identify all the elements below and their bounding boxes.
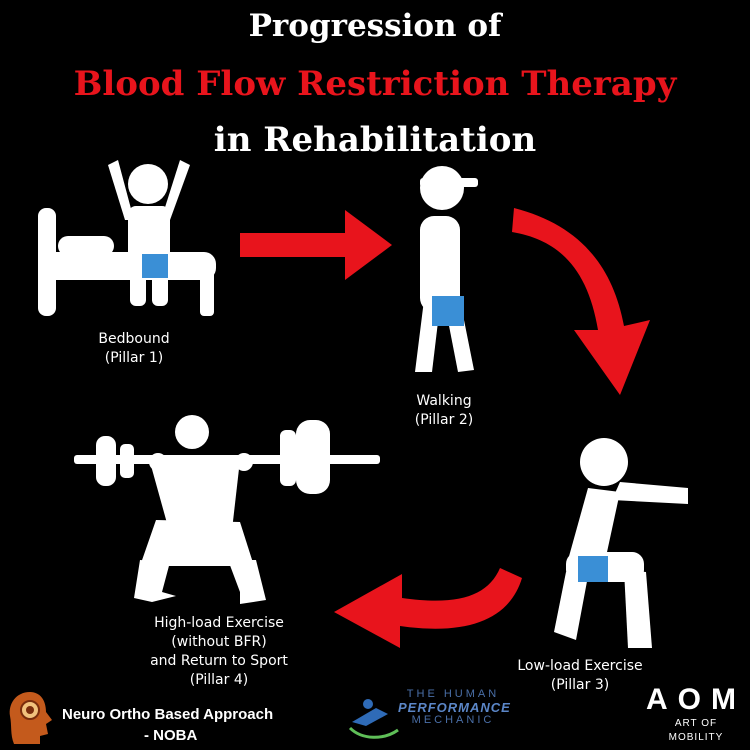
arrow-pillar2-to-pillar3 — [512, 208, 650, 395]
title-line-1: Progression of — [248, 8, 502, 44]
stage-label: High-load Exercise — [154, 615, 284, 631]
hpm-line-3: MECHANIC — [411, 714, 495, 726]
aom-logo-mark: AOM — [646, 683, 746, 716]
caption-pillar-2: Walking (Pillar 2) — [374, 392, 514, 430]
stage-pillar: (Pillar 3) — [550, 677, 610, 693]
aom-logo-subtitle: ART OF MOBILITY — [668, 718, 724, 743]
title-line-2: Blood Flow Restriction Therapy — [73, 64, 677, 104]
walking-figure-icon — [415, 166, 478, 372]
noba-line-1: Neuro Ortho Based Approach — [62, 706, 274, 723]
title-line-3: in Rehabilitation — [213, 120, 537, 160]
stage-pillar: (Pillar 4) — [189, 672, 249, 688]
arrow-pillar3-to-pillar4 — [334, 568, 522, 648]
hpm-line-1: THE HUMAN — [406, 688, 500, 700]
aom-logo: AOM ART OF MOBILITY — [646, 683, 746, 745]
caption-pillar-3: Low-load Exercise (Pillar 3) — [500, 657, 660, 695]
stage-label: Low-load Exercise — [517, 658, 643, 674]
noba-logo-icon — [9, 692, 52, 744]
walking-bfr-cuff — [432, 296, 464, 326]
hpm-logo-text: THE HUMAN PERFORMANCE MECHANIC — [398, 688, 511, 727]
low-load-bfr-cuff — [578, 556, 608, 582]
arrow-pillar1-to-pillar2 — [240, 210, 392, 280]
stage-label-2: (without BFR) — [171, 634, 267, 650]
caption-pillar-1: Bedbound (Pillar 1) — [64, 330, 204, 368]
noba-line-2: - NOBA — [144, 727, 198, 744]
noba-logo-text: Neuro Ortho Based Approach - NOBA — [62, 704, 273, 746]
stage-label: Bedbound — [98, 331, 170, 347]
stage-pillar: (Pillar 2) — [414, 412, 474, 428]
hpm-logo-icon — [348, 699, 399, 739]
caption-pillar-4: High-load Exercise (without BFR) and Ret… — [124, 614, 314, 690]
stage-label-3: and Return to Sport — [150, 653, 288, 669]
stage-label: Walking — [416, 393, 472, 409]
hpm-line-2: PERFORMANCE — [398, 700, 511, 715]
low-load-squat-figure-icon — [554, 438, 688, 648]
bedbound-bfr-cuff — [142, 254, 168, 278]
stage-pillar: (Pillar 1) — [104, 350, 164, 366]
barbell-squat-figure-icon — [74, 415, 380, 604]
bedbound-figure-icon — [38, 160, 216, 316]
